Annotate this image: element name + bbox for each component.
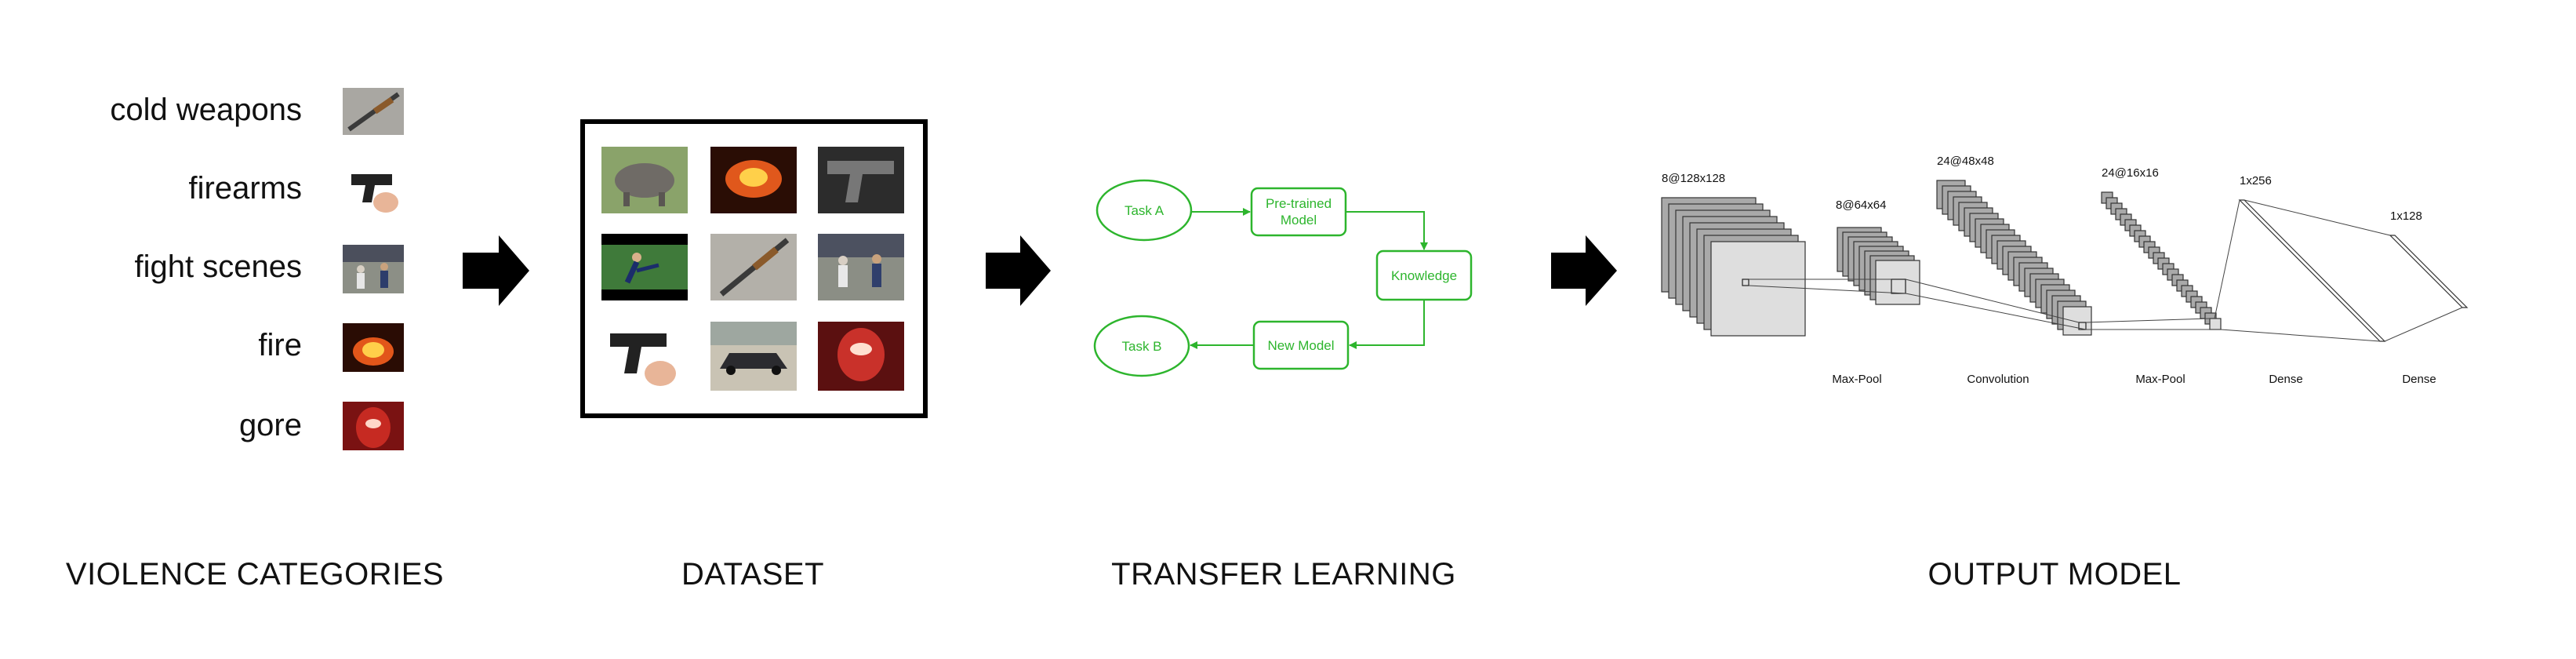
- layer1-kernel: [1742, 279, 1749, 286]
- dataset-grid: [580, 119, 928, 418]
- dataset-image-fire: [710, 147, 797, 213]
- layer-op-5: Dense: [2269, 373, 2302, 386]
- violence-categories: cold weapons firearms fight scenes fire …: [110, 88, 406, 450]
- dataset-image-fight: [818, 234, 904, 300]
- transfer-learning-diagram: Task A Pre-trained Model Knowledge New M…: [1093, 179, 1473, 377]
- layer-size-5: 1x256: [2240, 174, 2272, 188]
- task-b-label: Task B: [1121, 339, 1161, 354]
- conn-2a: [1905, 279, 2080, 323]
- knife-thumbnail: [343, 88, 404, 135]
- layer-size-2: 8@64x64: [1836, 198, 1886, 212]
- conn-5a: [2244, 199, 2391, 236]
- layer-size-4: 24@16x16: [2102, 166, 2159, 180]
- category-label-gore: gore: [239, 408, 302, 442]
- section-title-output-model: OUTPUT MODEL: [1927, 557, 2181, 592]
- edge-pretrained-to-knowledge: [1346, 211, 1428, 250]
- layer-op-4: Max-Pool: [2135, 373, 2185, 386]
- gore-thumbnail: [343, 402, 404, 450]
- layer1-map-8: [1710, 241, 1806, 337]
- dataset-image-car: [710, 322, 797, 391]
- layer3-map-24: [2062, 306, 2092, 336]
- layer-size-3: 24@48x48: [1937, 155, 1994, 168]
- flow-arrow-2: [986, 235, 1051, 306]
- conn-5b: [2384, 307, 2463, 342]
- task-a-label: Task A: [1125, 203, 1164, 218]
- dataset-image-rhino: [601, 147, 688, 213]
- dataset-image-gun: [818, 147, 904, 213]
- dense-layer-2: [2389, 235, 2469, 308]
- pretrained-model-label-line1: Pre-trained: [1266, 196, 1332, 211]
- flow-arrow-3: [1551, 235, 1617, 306]
- layer-op-6: Dense: [2402, 373, 2436, 386]
- conn-4b: [2220, 329, 2381, 342]
- dataset-image-knife: [710, 234, 797, 300]
- knowledge-label: Knowledge: [1391, 268, 1457, 283]
- conn-3a: [2085, 318, 2211, 323]
- pretrained-model-label-line2: Model: [1281, 213, 1317, 228]
- dataset-image-gore: [818, 322, 904, 391]
- dense-layer-1: [2238, 199, 2386, 342]
- category-label-cold-weapons: cold weapons: [110, 93, 302, 127]
- category-label-firearms: firearms: [189, 171, 302, 206]
- conn-1b: [1748, 285, 1906, 294]
- layer4-map-24: [2209, 318, 2222, 330]
- connection-lines: [1748, 199, 2463, 342]
- section-title-transfer-learning: TRANSFER LEARNING: [1111, 557, 1456, 592]
- category-label-fight-scenes: fight scenes: [135, 249, 302, 284]
- dataset-image-kick: [601, 234, 688, 300]
- layer2-map-8: [1875, 260, 1920, 305]
- fire-thumbnail: [343, 323, 404, 372]
- feature-map-stacks: [1661, 180, 2469, 342]
- task-b-node: [1093, 315, 1190, 377]
- layer-op-3: Convolution: [1967, 373, 2029, 386]
- pretrained-model-node: [1250, 187, 1347, 237]
- layer-size-1: 8@128x128: [1662, 172, 1725, 185]
- conn-4a: [2214, 199, 2240, 319]
- layer-size-6: 1x128: [2390, 209, 2422, 223]
- edge-knowledge-to-new-model: [1349, 300, 1425, 349]
- dataset-image-pistol: [601, 322, 688, 391]
- pistol-thumbnail: [345, 165, 406, 216]
- new-model-label: New Model: [1267, 338, 1334, 353]
- flow-arrow-1: [463, 235, 529, 306]
- conn-2b: [1905, 293, 2087, 330]
- task-a-node: [1095, 179, 1193, 242]
- output-model-diagram: 8@128x128 8@64x64 24@48x48 24@16x16 1x25…: [1661, 155, 2469, 386]
- fight-thumbnail: [343, 245, 404, 293]
- section-title-violence-categories: VIOLENCE CATEGORIES: [66, 557, 444, 592]
- category-label-fire: fire: [258, 328, 302, 362]
- section-title-dataset: DATASET: [681, 557, 824, 592]
- layer-op-2: Max-Pool: [1832, 373, 1881, 386]
- layer3-kernel: [2078, 322, 2087, 330]
